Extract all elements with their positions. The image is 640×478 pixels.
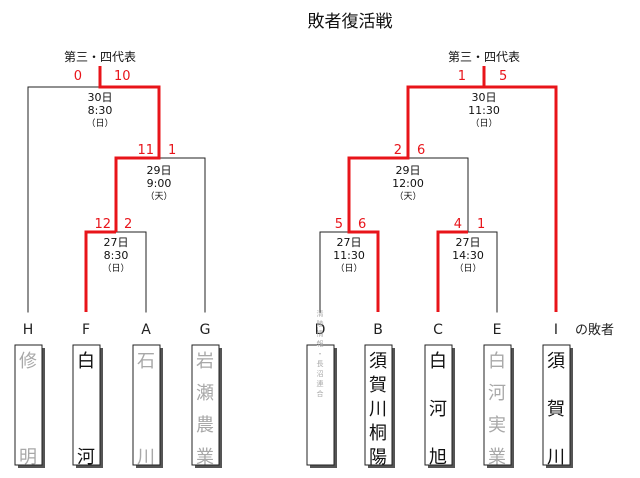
team-name-char: 業 <box>488 447 506 468</box>
team-name-char: 明 <box>19 447 37 468</box>
score-right: 6 <box>358 217 366 232</box>
team-name-char: 岩 <box>196 351 214 372</box>
match-time: 8:30 <box>88 104 113 117</box>
team-name-char: 実 <box>488 415 506 436</box>
team-name-char: 賀 <box>547 399 565 420</box>
winner-path <box>347 85 484 312</box>
team-name-char: 農 <box>196 415 214 436</box>
score-right: 5 <box>499 69 507 84</box>
score-right: 2 <box>124 217 132 232</box>
match-weather: （日） <box>86 118 113 129</box>
team-name-char: 河 <box>429 399 447 420</box>
match-date: 27日 <box>104 236 129 249</box>
team-name-char: 業 <box>196 447 214 468</box>
team-seed-C: C <box>433 322 443 338</box>
match-weather: （日） <box>454 263 481 274</box>
match-time: 11:30 <box>333 249 365 262</box>
score-right: 10 <box>114 69 131 84</box>
team-box <box>424 344 453 466</box>
score-left: 11 <box>137 143 154 158</box>
match-weather: （日） <box>335 263 362 274</box>
loser-suffix: の敗者 <box>575 323 614 338</box>
team-seed-A: A <box>141 322 151 338</box>
team-seed-E: E <box>493 322 502 338</box>
winner-path <box>98 66 161 232</box>
team-box <box>483 344 512 466</box>
match-date: 30日 <box>88 91 113 104</box>
advance-label: 第三・四代表 <box>448 50 520 64</box>
page-title: 敗者復活戦 <box>308 12 393 32</box>
score-right: 6 <box>417 143 425 158</box>
match-time: 14:30 <box>452 249 484 262</box>
winner-path <box>436 230 468 312</box>
team-name-char: 陽 <box>369 447 387 468</box>
winner-path <box>482 66 558 312</box>
team-name-char: 石 <box>137 351 155 372</box>
score-right: 1 <box>477 217 485 232</box>
match-date: 27日 <box>337 236 362 249</box>
match-date: 27日 <box>456 236 481 249</box>
match-time: 11:30 <box>468 104 500 117</box>
match-date: 30日 <box>472 91 497 104</box>
team-name-char: 河 <box>77 447 95 468</box>
team-name-char: 白 <box>488 351 506 372</box>
team-seed-D: D <box>315 322 326 338</box>
team-box <box>132 344 161 466</box>
match-weather: （天） <box>394 191 421 202</box>
match-time: 8:30 <box>104 249 129 262</box>
team-name-char: 白 <box>429 351 447 372</box>
team-name-char: 須 <box>369 351 387 372</box>
team-name-char: 旭 <box>429 447 447 468</box>
winner-path <box>84 230 116 312</box>
score-right: 1 <box>168 143 176 158</box>
team-box <box>306 344 335 466</box>
advance-label: 第三・四代表 <box>64 50 136 64</box>
match-time: 9:00 <box>147 177 172 190</box>
team-box <box>364 344 393 466</box>
team-seed-G: G <box>200 322 211 338</box>
score-left: 2 <box>394 143 402 158</box>
score-left: 0 <box>74 69 82 84</box>
score-left: 5 <box>335 217 343 232</box>
team-box <box>191 344 220 466</box>
match-time: 12:00 <box>392 177 424 190</box>
team-seed-I: I <box>554 322 558 338</box>
team-name-char: 賀 <box>369 375 387 396</box>
team-name-char: 修 <box>19 351 37 372</box>
winner-path-lines <box>84 66 558 312</box>
match-weather: （日） <box>102 263 129 274</box>
team-box <box>14 344 43 466</box>
team-name-char: 桐 <box>369 423 387 444</box>
team-box <box>72 344 101 466</box>
team-name-char: 川 <box>369 399 387 420</box>
score-left: 12 <box>94 217 111 232</box>
team-name: 清陵情報・長沼連合 <box>316 309 324 400</box>
score-left: 1 <box>458 69 466 84</box>
team-name-char: 須 <box>547 351 565 372</box>
match-weather: （天） <box>145 191 172 202</box>
team-seed-H: H <box>23 322 34 338</box>
match-weather: （日） <box>470 118 497 129</box>
match-date: 29日 <box>396 164 421 177</box>
team-seed-F: F <box>82 322 90 338</box>
team-name-char: 川 <box>547 447 565 468</box>
team-name-char: 瀬 <box>196 383 214 404</box>
team-seed-B: B <box>373 322 383 338</box>
score-left: 4 <box>454 217 462 232</box>
team-box <box>542 344 571 466</box>
team-name-char: 白 <box>77 351 95 372</box>
team-name-char: 河 <box>488 383 506 404</box>
match-date: 29日 <box>147 164 172 177</box>
team-name-char: 川 <box>137 447 155 468</box>
